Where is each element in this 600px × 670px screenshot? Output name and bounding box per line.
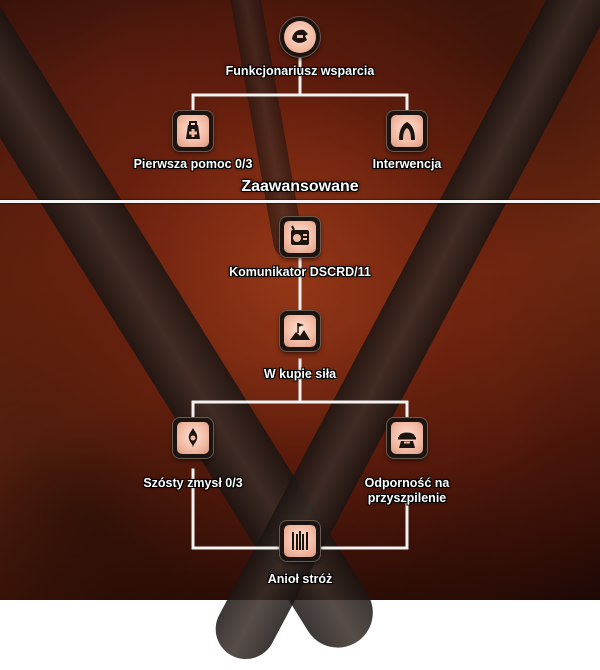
skill-node-frame: [280, 17, 320, 57]
skill-node-pin-resistance[interactable]: [387, 418, 427, 458]
skill-label-pin-resistance: Odporność na przyszpilenie: [364, 476, 450, 505]
guardian-angel-icon: [284, 525, 316, 557]
section-divider: [0, 200, 600, 203]
skill-node-frame: [173, 111, 213, 151]
connector-resistance-angel: [318, 498, 409, 550]
skill-node-sixth-sense[interactable]: [173, 418, 213, 458]
skill-node-frame: [387, 111, 427, 151]
radio-communicator-icon: [284, 221, 316, 253]
flag-summit-icon: [284, 315, 316, 347]
skill-label-support-officer: Funkcjonariusz wsparcia: [225, 64, 375, 78]
skill-node-intervention[interactable]: [387, 111, 427, 151]
skill-node-frame: [280, 311, 320, 351]
skill-tree-connectors: [191, 53, 409, 550]
skill-label-intervention: Interwencja: [372, 157, 442, 171]
skill-node-frame: [280, 217, 320, 257]
skill-node-frame: [387, 418, 427, 458]
section-title: Zaawansowane: [241, 178, 359, 195]
skill-node-frame: [173, 418, 213, 458]
medkit-backpack-icon: [177, 115, 209, 147]
connector-sixth-sense-angel: [191, 468, 282, 550]
skill-label-communicator: Komunikator DSCRD/11: [229, 265, 371, 279]
skill-node-support-officer[interactable]: [280, 17, 320, 57]
helmet-soldier-icon: [391, 422, 423, 454]
skill-node-communicator[interactable]: [280, 217, 320, 257]
skill-label-sixth-sense: Szósty zmysł 0/3: [143, 476, 243, 490]
hooded-figure-icon: [391, 115, 423, 147]
skill-label-first-aid: Pierwsza pomoc 0/3: [133, 157, 253, 171]
skill-node-strength-in-unity[interactable]: [280, 311, 320, 351]
skill-node-frame: [280, 521, 320, 561]
skill-label-guardian-angel: Anioł stróż: [267, 572, 333, 586]
skill-label-strength-in-unity: W kupie siła: [263, 367, 337, 381]
sixth-sense-icon: [177, 422, 209, 454]
connector-root-branches: [191, 93, 409, 131]
skill-node-first-aid[interactable]: [173, 111, 213, 151]
support-officer-icon: [284, 21, 316, 53]
skill-node-guardian-angel[interactable]: [280, 521, 320, 561]
connector-strength-branches: [191, 400, 409, 438]
